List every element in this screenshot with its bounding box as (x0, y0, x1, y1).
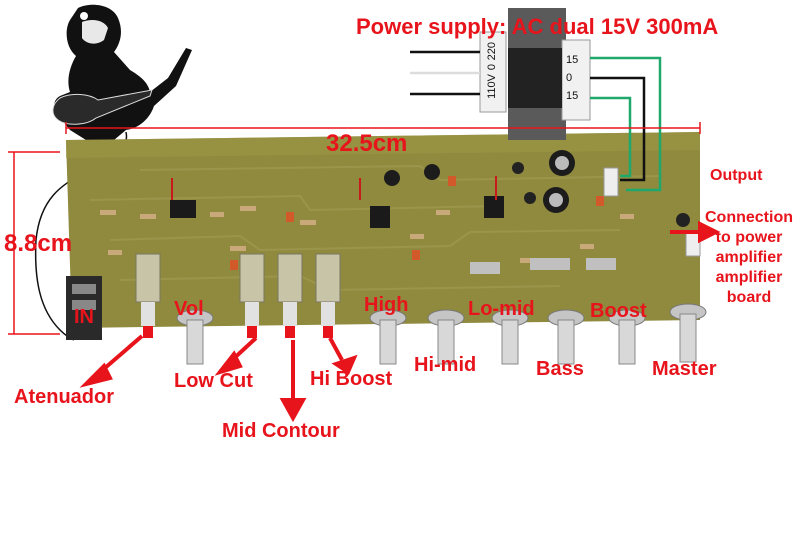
primary-label-3: 110V (486, 74, 498, 100)
connection-note: Connection to power amplifier amplifier … (698, 208, 800, 308)
callout-arrows (79, 220, 721, 423)
connection-line-4: amplifier (715, 269, 783, 286)
primary-label-1: 220 (486, 42, 498, 61)
output-label: Output (710, 167, 763, 184)
width-dimension: 32.5cm (326, 130, 408, 157)
lo-mid-label: Lo-mid (468, 298, 535, 320)
high-label: High (364, 294, 409, 316)
atenuador-label: Atenuador (14, 386, 114, 408)
vol-label: Vol (174, 298, 204, 320)
master-label: Master (652, 358, 717, 380)
push-switches (135, 253, 341, 338)
boost-label: Boost (590, 300, 647, 322)
mid-contour-label: Mid Contour (222, 420, 340, 442)
connection-line-5: board (726, 289, 772, 306)
hi-mid-label: Hi-mid (414, 354, 477, 376)
transformer (479, 8, 591, 140)
transformer-wires (410, 50, 662, 192)
connection-line-3: amplifier (715, 249, 783, 266)
secondary-label-1: 15 (566, 54, 579, 66)
page-title: Power supply: AC dual 15V 300mA (356, 14, 719, 39)
secondary-label-3: 15 (566, 90, 579, 102)
transformer-primary: 220 0 110V (486, 42, 502, 99)
guitarist-silhouette (34, 4, 192, 341)
primary-label-2: 0 (486, 64, 498, 71)
hi-boost-label: Hi Boost (310, 368, 393, 390)
height-dimension: 8.8cm (4, 230, 73, 257)
potentiometers (176, 303, 707, 365)
bass-label: Bass (536, 358, 584, 380)
low-cut-label: Low Cut (174, 370, 253, 392)
connection-line-1: Connection (705, 209, 793, 226)
transformer-secondary: 15 0 15 (566, 54, 578, 102)
dimension-lines (8, 122, 701, 335)
input-jack (66, 276, 102, 340)
connection-line-2: to power (715, 229, 783, 246)
secondary-label-2: 0 (566, 72, 573, 84)
input-label: IN (74, 306, 94, 328)
